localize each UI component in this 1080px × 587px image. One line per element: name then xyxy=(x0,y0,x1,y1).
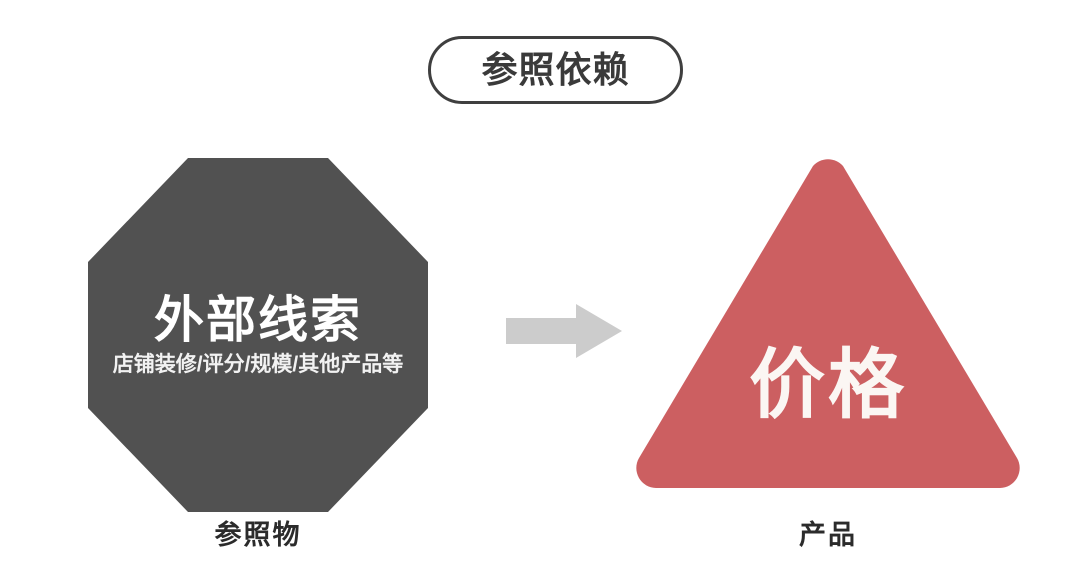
arrow-right-icon xyxy=(506,304,622,358)
triangle-shape xyxy=(636,159,1020,488)
flow-arrow xyxy=(506,304,622,358)
product-node-caption: 产品 xyxy=(799,520,857,550)
diagram-title-pill: 参照依赖 xyxy=(428,36,683,104)
product-node: 价格 xyxy=(632,152,1024,500)
page-title: 参照依赖 xyxy=(481,49,630,90)
reference-node-caption: 参照物 xyxy=(214,520,302,550)
reference-node: 外部线索 店铺装修/评分/规模/其他产品等 xyxy=(88,158,428,512)
octagon-shape xyxy=(88,158,428,512)
